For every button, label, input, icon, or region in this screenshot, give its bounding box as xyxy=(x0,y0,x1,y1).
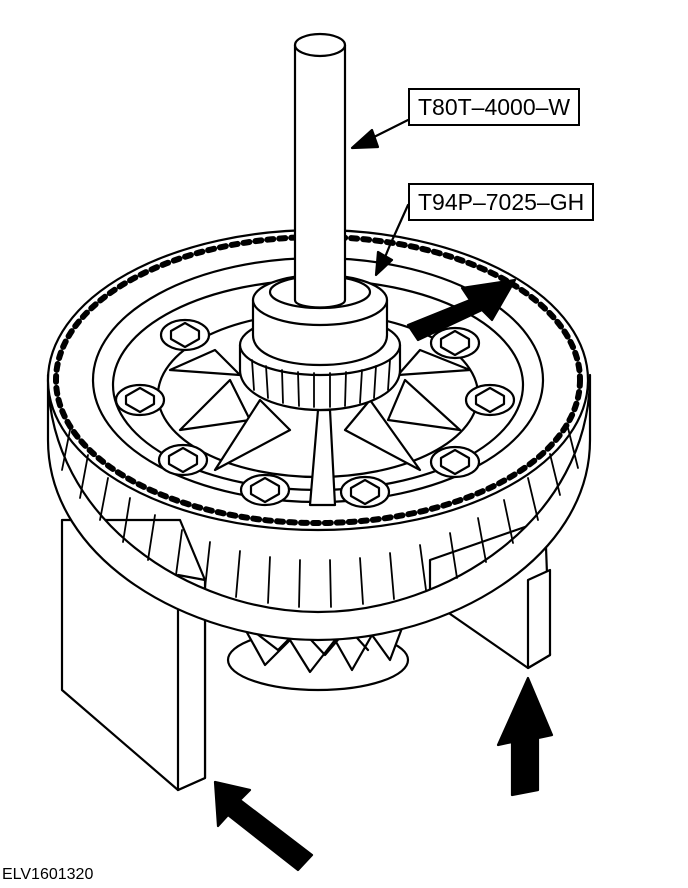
remover-shaft xyxy=(293,32,347,309)
bolt xyxy=(339,475,391,509)
bolt xyxy=(464,383,516,417)
arrow-to-left-leg xyxy=(213,780,314,872)
arrow-to-right-leg xyxy=(496,676,554,797)
callout-leaders xyxy=(350,118,410,277)
callout-tool-t80t-4000-w: T80T–4000–W xyxy=(408,88,581,126)
bolt xyxy=(429,445,481,479)
bolt xyxy=(239,473,291,507)
arrow-to-bearing xyxy=(406,278,517,342)
ring-gear-bolts xyxy=(114,318,516,509)
bolt xyxy=(429,326,481,360)
bolt xyxy=(157,443,209,477)
direction-arrows xyxy=(213,278,554,872)
callout-tool-t94p-7025-gh: T94P–7025–GH xyxy=(408,183,595,221)
bolt xyxy=(159,318,211,352)
figure-id: ELV1601320 xyxy=(2,866,94,883)
bolt xyxy=(114,383,166,417)
